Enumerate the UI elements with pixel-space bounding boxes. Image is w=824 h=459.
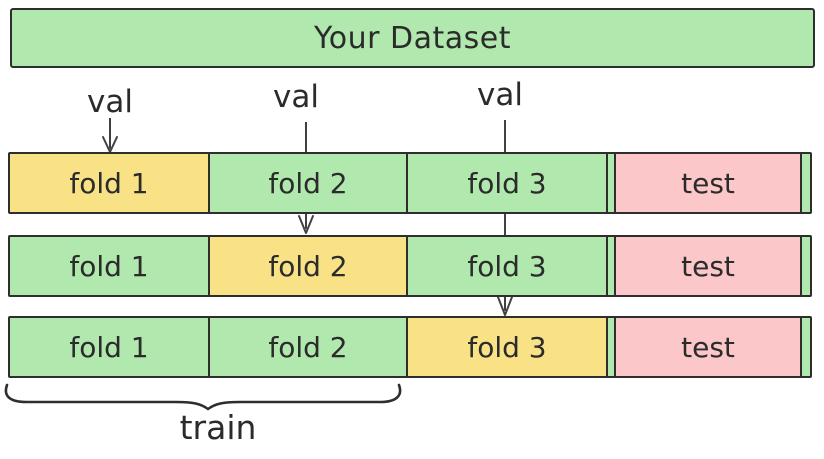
fold-row-3: fold 1 fold 2 fold 3 test <box>8 316 812 378</box>
fold-cell: fold 1 <box>10 318 210 376</box>
test-cell: test <box>614 154 802 212</box>
fold-cell-label: fold 2 <box>268 330 348 364</box>
fold-cell-label: fold 1 <box>69 330 149 364</box>
test-cell: test <box>614 237 802 295</box>
test-cell-label: test <box>681 249 735 283</box>
train-label: train <box>179 408 257 447</box>
fold-cell-label: fold 3 <box>467 166 547 200</box>
train-brace-icon <box>4 383 402 411</box>
val-label-2: val <box>273 79 319 115</box>
fold-cell: fold 1 <box>10 237 210 295</box>
fold-cell-label: fold 3 <box>467 249 547 283</box>
val-label-1: val <box>87 84 133 120</box>
val-down-arrow-icon-1 <box>102 118 118 153</box>
fold-cell: fold 3 <box>408 237 608 295</box>
dataset-bar: Your Dataset <box>10 8 815 68</box>
fold-cell: fold 1 <box>10 154 210 212</box>
val-label-3: val <box>477 77 523 113</box>
fold-cell-label: fold 2 <box>268 166 348 200</box>
fold-cell-label: fold 2 <box>268 249 348 283</box>
fold-row-2: fold 1 fold 2 fold 3 test <box>8 235 812 297</box>
fold-cell-label: fold 1 <box>69 249 149 283</box>
fold-cell-label: fold 3 <box>467 330 547 364</box>
test-cell-label: test <box>681 330 735 364</box>
fold-cell: fold 2 <box>210 154 408 212</box>
fold-row-1: fold 1 fold 2 fold 3 test <box>8 152 812 214</box>
fold-cell: fold 3 <box>408 318 608 376</box>
fold-cell: fold 2 <box>210 237 408 295</box>
fold-cell: fold 3 <box>408 154 608 212</box>
test-cell-label: test <box>681 166 735 200</box>
fold-cell: fold 2 <box>210 318 408 376</box>
dataset-label: Your Dataset <box>313 20 512 56</box>
test-cell: test <box>614 318 802 376</box>
fold-cell-label: fold 1 <box>69 166 149 200</box>
